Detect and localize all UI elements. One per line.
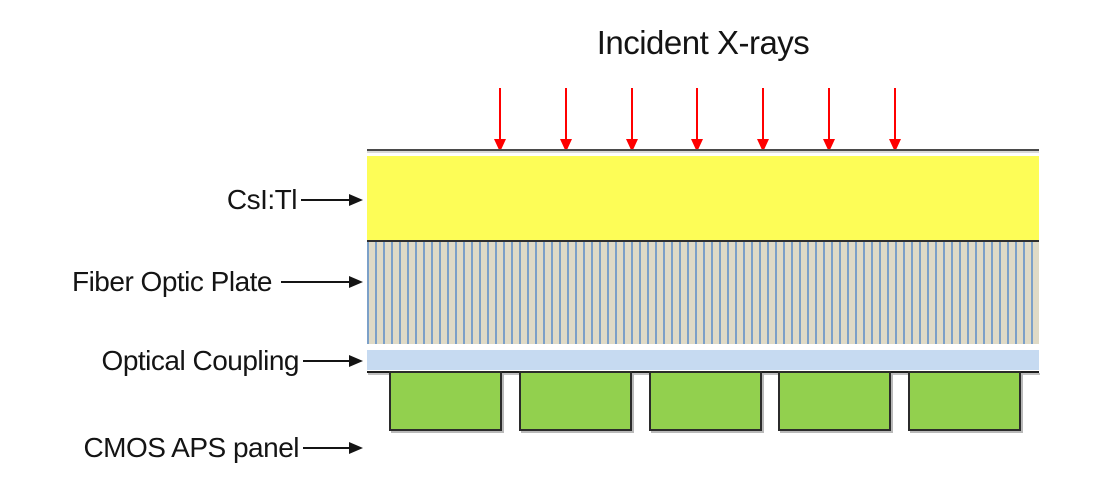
- incident-xray-arrow-icon: [888, 88, 901, 152]
- incident-xray-arrow-icon: [559, 88, 572, 152]
- csi-tl-label: CsI:Tl: [226, 184, 298, 215]
- right-arrow-icon: [301, 194, 363, 206]
- cmos-aps-block: [389, 371, 502, 431]
- right-arrow-icon: [303, 355, 363, 367]
- incident-xray-arrow-icon: [823, 88, 835, 152]
- cmos-aps-block: [648, 371, 762, 431]
- cover-top-line: [367, 149, 1039, 151]
- optical-coupling-layer: [367, 350, 1039, 370]
- fiber-optic-plate-layer: [367, 240, 1039, 344]
- cmos-aps-block: [778, 371, 892, 431]
- label-row-optical-coupling: Optical Coupling: [102, 344, 363, 378]
- incident-xray-arrow-icon: [625, 88, 638, 152]
- incident-xray-arrow-icon: [494, 88, 506, 152]
- cmos-aps-block: [908, 371, 1021, 431]
- right-arrow-icon: [281, 276, 363, 288]
- incident-xray-arrow-icon: [757, 88, 770, 152]
- diagram-title: Incident X-rays: [596, 24, 810, 61]
- detector-layer-stack: [367, 0, 1039, 503]
- csi-tl-layer: [367, 156, 1039, 240]
- incident-xray-arrow-icon: [691, 88, 704, 152]
- cmos-aps-panel-label: CMOS APS panel: [83, 432, 299, 463]
- optical-coupling-label: Optical Coupling: [101, 345, 300, 376]
- right-arrow-icon: [303, 442, 363, 454]
- fiber-optic-plate-label: Fiber Optic Plate: [71, 266, 273, 297]
- label-row-csi: CsI:Tl: [227, 183, 363, 217]
- cmos-aps-block: [518, 371, 632, 431]
- label-row-fiber-optic-plate: Fiber Optic Plate: [72, 265, 363, 299]
- label-row-cmos-aps-panel: CMOS APS panel: [83, 431, 363, 465]
- incident-arrows: [494, 88, 904, 152]
